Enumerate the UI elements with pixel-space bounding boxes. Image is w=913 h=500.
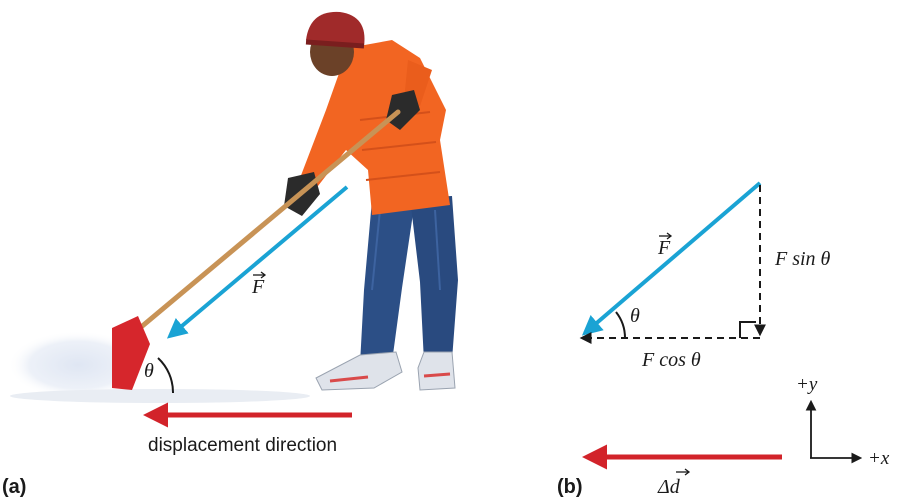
panel-b: F θ F sin θ F cos θ +y +x Δd (b) [557, 181, 890, 498]
shovel-handle [125, 109, 401, 341]
panel-a-label: (a) [2, 476, 26, 498]
theta-label: θ [630, 305, 640, 327]
cos-component-label: F cos θ [641, 349, 701, 371]
hat [306, 11, 365, 46]
right-shoe [417, 351, 456, 391]
displacement-vector-label: Δd [657, 476, 681, 498]
force-vector-label: F [657, 237, 671, 259]
right-leg [410, 196, 458, 362]
theta-arc [615, 311, 627, 339]
axis-y-label: +y [796, 374, 818, 395]
force-vector [581, 181, 762, 336]
displacement-label: displacement direction [148, 435, 337, 456]
panel-a: F θ displacement direction (a) [2, 11, 458, 498]
sin-component-label: F sin θ [774, 248, 831, 270]
angle-label: θ [144, 360, 154, 382]
ground-shadow [10, 389, 310, 403]
panel-b-label: (b) [557, 476, 583, 498]
upper-glove [386, 90, 420, 130]
force-label: F [251, 276, 265, 298]
right-angle-marker [739, 321, 756, 338]
left-leg [360, 200, 415, 364]
angle-arc [157, 357, 175, 394]
person-illustration [284, 11, 458, 391]
axis-x-label: +x [868, 448, 890, 469]
force-arrow [166, 185, 349, 339]
left-shoe [315, 351, 403, 391]
shovel-blade [112, 316, 150, 390]
